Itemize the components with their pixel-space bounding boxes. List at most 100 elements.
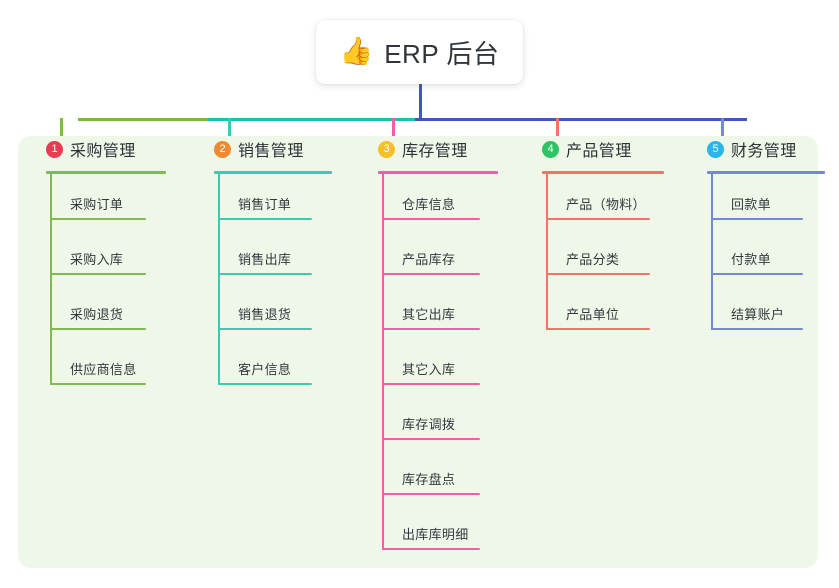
leaf-item-rule bbox=[546, 273, 650, 275]
branch-title: 销售管理 bbox=[238, 143, 304, 160]
bus-segment-blue bbox=[415, 118, 747, 121]
branch-number-badge: 1 bbox=[46, 140, 63, 158]
leaf-item[interactable]: 产品分类 bbox=[546, 241, 650, 275]
branch-number-badge: 4 bbox=[542, 140, 559, 158]
leaf-item-label: 产品库存 bbox=[402, 252, 456, 267]
branch-header-rule bbox=[378, 171, 498, 174]
leaf-item-rule bbox=[218, 273, 312, 275]
branch-column-sales: 2 销售管理销售订单销售出库销售退货客户信息 bbox=[196, 136, 332, 385]
leaf-item-rule bbox=[218, 328, 312, 330]
bus-segment-teal bbox=[208, 118, 415, 121]
leaf-item-label: 销售订单 bbox=[238, 197, 292, 212]
leaf-item-label: 其它入库 bbox=[402, 362, 456, 377]
leaf-item-label: 采购退货 bbox=[70, 307, 124, 322]
branch-spine bbox=[50, 172, 52, 385]
leaf-item-rule bbox=[50, 383, 146, 385]
leaf-item[interactable]: 付款单 bbox=[711, 241, 803, 275]
branch-header-sales[interactable]: 2 销售管理 bbox=[196, 136, 304, 162]
branch-spine bbox=[711, 172, 713, 330]
leaf-item-rule bbox=[382, 438, 480, 440]
leaf-item-label: 供应商信息 bbox=[70, 362, 137, 377]
branch-header-rule bbox=[46, 171, 166, 174]
leaf-item-label: 仓库信息 bbox=[402, 197, 456, 212]
leaf-item[interactable]: 采购入库 bbox=[50, 241, 146, 275]
leaf-item-label: 其它出库 bbox=[402, 307, 456, 322]
thumbs-up-icon: 👍 bbox=[339, 35, 374, 66]
leaf-item-rule bbox=[382, 493, 480, 495]
leaf-item-label: 销售退货 bbox=[238, 307, 292, 322]
leaf-item[interactable]: 回款单 bbox=[711, 186, 803, 220]
leaf-item[interactable]: 其它出库 bbox=[382, 296, 480, 330]
leaf-item-rule bbox=[546, 328, 650, 330]
leaf-item-label: 产品（物料） bbox=[566, 197, 646, 212]
leaf-item-label: 采购订单 bbox=[70, 197, 124, 212]
leaf-item-label: 采购入库 bbox=[70, 252, 124, 267]
branch-column-purchasing: 1 采购管理采购订单采购入库采购退货供应商信息 bbox=[28, 136, 166, 385]
leaf-item[interactable]: 出库库明细 bbox=[382, 516, 480, 550]
leaf-item-rule bbox=[50, 218, 146, 220]
leaf-item-label: 出库库明细 bbox=[402, 527, 469, 542]
leaf-item[interactable]: 销售退货 bbox=[218, 296, 312, 330]
leaf-item-rule bbox=[382, 383, 480, 385]
leaf-item-label: 客户信息 bbox=[238, 362, 292, 377]
leaf-item-label: 库存盘点 bbox=[402, 472, 456, 487]
leaf-item-label: 付款单 bbox=[731, 252, 771, 267]
branch-header-rule bbox=[707, 171, 825, 174]
leaf-item-rule bbox=[218, 218, 312, 220]
leaf-item[interactable]: 其它入库 bbox=[382, 351, 480, 385]
leaf-item[interactable]: 客户信息 bbox=[218, 351, 312, 385]
leaf-item-label: 回款单 bbox=[731, 197, 771, 212]
leaf-item-rule bbox=[711, 218, 803, 220]
branch-spine bbox=[546, 172, 548, 330]
branch-header-rule bbox=[542, 171, 664, 174]
leaf-item[interactable]: 销售订单 bbox=[218, 186, 312, 220]
leaf-item[interactable]: 销售出库 bbox=[218, 241, 312, 275]
branch-header-product[interactable]: 4 产品管理 bbox=[524, 136, 632, 162]
branches-panel: 1 采购管理采购订单采购入库采购退货供应商信息 2 销售管理销售订单销售出库销售退货客… bbox=[18, 136, 825, 568]
branch-title: 库存管理 bbox=[402, 143, 468, 160]
leaf-item[interactable]: 仓库信息 bbox=[382, 186, 480, 220]
leaf-item-rule bbox=[50, 328, 146, 330]
leaf-item-rule bbox=[711, 273, 803, 275]
leaf-item-label: 产品单位 bbox=[566, 307, 620, 322]
branch-number-badge: 2 bbox=[214, 140, 231, 158]
leaf-item-rule bbox=[382, 548, 480, 550]
branch-number-badge: 5 bbox=[707, 140, 724, 158]
leaf-item[interactable]: 结算账户 bbox=[711, 296, 803, 330]
branch-header-purchasing[interactable]: 1 采购管理 bbox=[28, 136, 136, 162]
leaf-item[interactable]: 产品（物料） bbox=[546, 186, 650, 220]
leaf-item[interactable]: 产品库存 bbox=[382, 241, 480, 275]
leaf-item[interactable]: 产品单位 bbox=[546, 296, 650, 330]
branch-header-rule bbox=[214, 171, 332, 174]
leaf-item-rule bbox=[382, 328, 480, 330]
leaf-item[interactable]: 采购退货 bbox=[50, 296, 146, 330]
root-node-card[interactable]: 👍 ERP 后台 bbox=[316, 20, 523, 84]
branch-title: 产品管理 bbox=[566, 143, 632, 160]
leaf-item[interactable]: 供应商信息 bbox=[50, 351, 146, 385]
leaf-item-label: 销售出库 bbox=[238, 252, 292, 267]
root-stem-connector bbox=[419, 84, 422, 118]
leaf-item-rule bbox=[546, 218, 650, 220]
branch-header-finance[interactable]: 5 财务管理 bbox=[689, 136, 797, 162]
leaf-item-rule bbox=[711, 328, 803, 330]
branch-spine bbox=[382, 172, 384, 550]
leaf-item-rule bbox=[382, 273, 480, 275]
leaf-item-rule bbox=[382, 218, 480, 220]
branch-spine bbox=[218, 172, 220, 385]
leaf-item[interactable]: 库存盘点 bbox=[382, 461, 480, 495]
branch-title: 采购管理 bbox=[70, 143, 136, 160]
bus-segment-green bbox=[78, 118, 208, 121]
leaf-item-label: 库存调拨 bbox=[402, 417, 456, 432]
branch-column-finance: 5 财务管理回款单付款单结算账户 bbox=[689, 136, 825, 330]
leaf-item-label: 结算账户 bbox=[731, 307, 785, 322]
branch-number-badge: 3 bbox=[378, 140, 395, 158]
leaf-item[interactable]: 采购订单 bbox=[50, 186, 146, 220]
root-node-title: ERP 后台 bbox=[384, 38, 500, 69]
branch-header-inventory[interactable]: 3 库存管理 bbox=[360, 136, 468, 162]
branch-title: 财务管理 bbox=[731, 143, 797, 160]
leaf-item-label: 产品分类 bbox=[566, 252, 620, 267]
leaf-item-rule bbox=[50, 273, 146, 275]
leaf-item[interactable]: 库存调拨 bbox=[382, 406, 480, 440]
branch-column-inventory: 3 库存管理仓库信息产品库存其它出库其它入库库存调拨库存盘点出库库明细 bbox=[360, 136, 498, 550]
